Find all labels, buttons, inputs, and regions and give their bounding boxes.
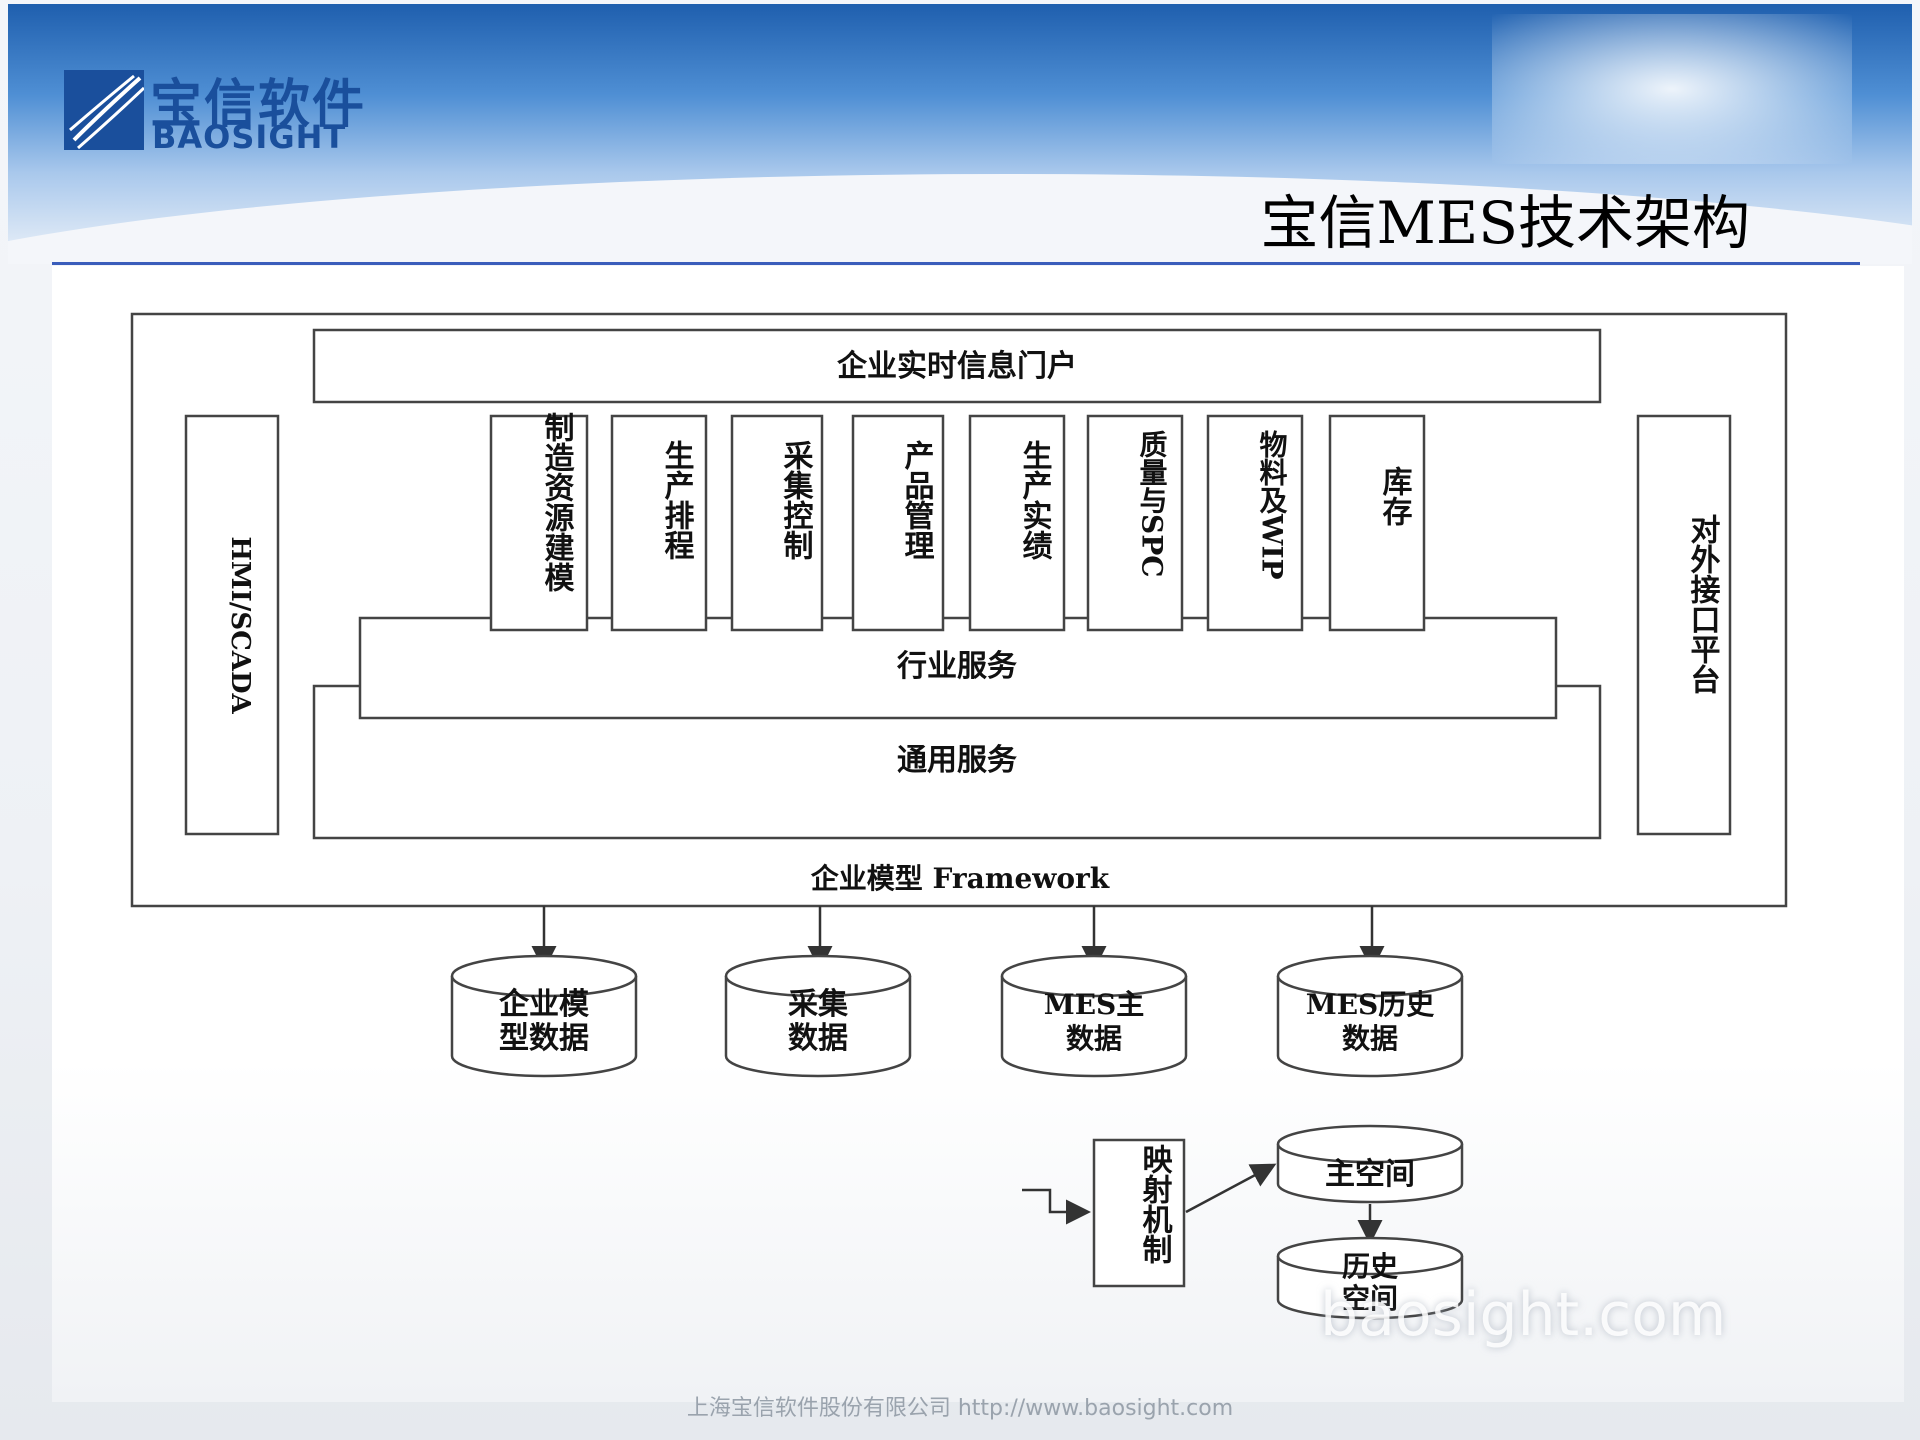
common-service-label: 通用服务 [897,743,1017,778]
title-rule [52,262,1860,265]
main-space-label: 主空间 [1325,1157,1415,1192]
db-label-line1: 企业模 [499,987,589,1022]
history-space-line1: 历史 [1342,1250,1398,1283]
database-cylinder: 企业模 型数据 [450,954,638,1078]
industry-service-label: 行业服务 [896,649,1017,684]
modules-group: 制造资源建模 生产排程 采集控制 产品管理 生产实绩 质量与SPC 物料及WIP… [489,412,1426,632]
module-box [851,414,945,632]
module-box [1086,414,1184,632]
hmi-scada-box [184,414,280,836]
module-label: 质量与SPC [1136,430,1169,578]
module-label: 库存 [1377,466,1413,526]
db-label-line2: 型数据 [499,1021,589,1056]
module-box [489,414,589,632]
arrow [1185,1163,1277,1214]
main-space-cylinder: 主空间 [1276,1124,1464,1204]
header-banner [8,4,1912,264]
module-label: 生产实绩 [1017,440,1053,560]
module-label: 产品管理 [899,440,935,560]
module-label: 制造资源建模 [539,412,575,592]
interface-platform-box [1636,414,1732,836]
module-label: 物料及WIP [1256,430,1289,580]
module-box [968,414,1066,632]
logo-chinese: 宝信软件 [150,75,367,135]
db-label-line2: 数据 [788,1021,848,1056]
baosight-logo-icon [64,70,144,150]
mapping-label: 映射机制 [1137,1144,1173,1264]
banner-glow [1492,14,1852,164]
db-label-line1: 采集 [788,987,849,1022]
module-box [730,414,824,632]
framework-label: 企业模型 Framework [811,862,1110,895]
database-cylinder: 采集 数据 [724,954,912,1078]
watermark-text: baosight.com [1320,1280,1727,1350]
history-space-cylinder: 历史 空间 [1276,1236,1464,1320]
db-label-line1: MES历史 [1306,988,1435,1021]
interface-platform-label: 对外接口平台 [1685,514,1721,694]
db-label-line2: 数据 [1342,1022,1398,1055]
portal-box [312,328,1602,404]
module-box [1328,414,1426,632]
portal-label: 企业实时信息门户 [837,349,1077,384]
module-label: 采集控制 [778,440,815,560]
logo-english: BAOSIGHT [152,118,347,156]
footer-text: 上海宝信软件股份有限公司 http://www.baosight.com [686,1396,1234,1421]
history-space-line2: 空间 [1342,1282,1398,1315]
mapping-box [1092,1138,1186,1288]
db-label-line1: MES主 [1044,988,1145,1021]
db-label-line2: 数据 [1066,1022,1122,1055]
hmi-scada-label: HMI/SCADA [225,536,255,714]
database-cylinder: MES历史 数据 [1276,954,1464,1078]
slide-title: 宝信MES技术架构 [1260,189,1750,257]
input-arrow [1022,1188,1091,1225]
module-label: 生产排程 [659,440,695,560]
module-box [1206,414,1304,632]
industry-service-box [358,616,1558,720]
database-cylinder: MES主 数据 [1000,954,1188,1078]
module-box [610,414,708,632]
